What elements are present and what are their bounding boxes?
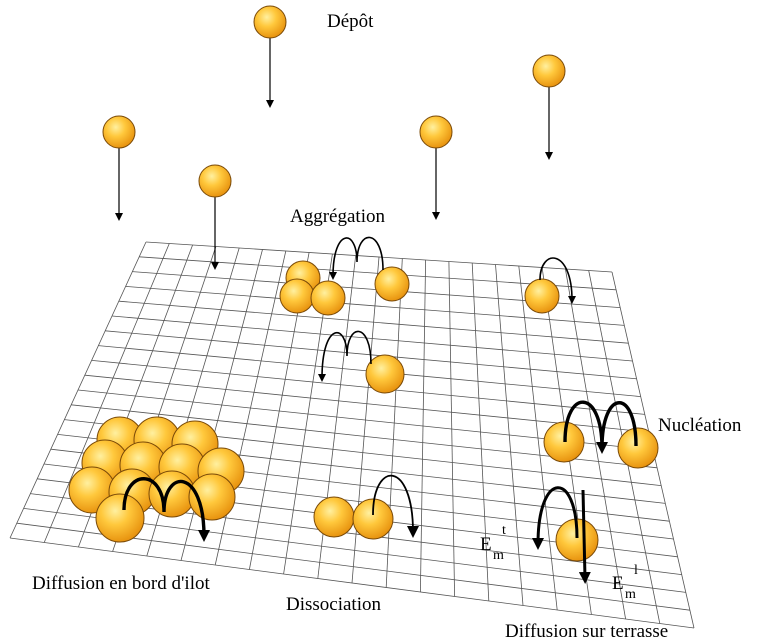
aggregation-cluster-atom	[310, 280, 346, 316]
deposit-atom-5	[532, 54, 566, 160]
grid-line	[385, 258, 403, 588]
island-edge-atom	[95, 493, 145, 543]
deposit-atom-3	[198, 164, 232, 270]
hop-arrow	[539, 257, 576, 304]
grid-line	[471, 262, 490, 602]
energy-label-terrace: E m t	[480, 523, 506, 563]
nucleation-arrow-left	[563, 400, 608, 454]
energy-label-interlayer: E m l	[612, 563, 638, 602]
dissociation-atom	[313, 496, 355, 538]
terrace-hop-upper-group	[524, 257, 576, 314]
grid-line	[9, 537, 695, 629]
dissociation-arrow	[372, 474, 419, 538]
dissociation-group	[313, 474, 419, 540]
grid-line	[518, 265, 558, 611]
dissociation-atom	[352, 498, 394, 540]
svg-text:m: m	[493, 548, 504, 563]
hop-arrow	[318, 330, 372, 382]
svg-text:E: E	[612, 573, 624, 594]
aggregation-hop-arrow	[329, 236, 384, 280]
aggregation-adatom	[374, 266, 410, 302]
adatom	[524, 278, 560, 314]
label-dissociation: Dissociation	[286, 594, 381, 615]
svg-text:t: t	[502, 523, 506, 538]
adatom	[365, 354, 405, 394]
interlayer-hop-arrow	[578, 489, 591, 584]
island-group	[68, 416, 245, 543]
nucleation-arrow-right	[600, 401, 638, 449]
nucleation-atom	[617, 427, 659, 469]
label-nucleation: Nucléation	[658, 415, 742, 436]
deposit-atom-4	[419, 115, 453, 220]
edge-diffusion-arrow	[122, 477, 210, 542]
svg-text:E: E	[480, 534, 492, 555]
aggregation-cluster-atom	[279, 278, 315, 314]
deposit-atom-2	[102, 115, 136, 221]
deposition-group	[102, 5, 566, 270]
terrace-hop-middle-group	[318, 330, 405, 394]
label-edge-diffusion: Diffusion en bord d'ilot	[32, 573, 210, 594]
svg-text:m: m	[625, 587, 636, 602]
nucleation-group	[543, 400, 659, 469]
grid-line	[565, 268, 626, 620]
grid-line	[420, 259, 426, 593]
svg-text:l: l	[634, 563, 638, 578]
label-depot: Dépôt	[327, 11, 374, 32]
grid-line	[495, 264, 524, 606]
label-terrace-diffusion: Diffusion sur terrasse	[505, 621, 668, 642]
terrace-diffusion-group	[532, 486, 599, 584]
aggregation-group	[279, 236, 410, 316]
deposit-atom-1	[253, 5, 287, 108]
label-aggregation: Aggrégation	[290, 206, 385, 227]
terrace-hop-left-arrow	[532, 486, 579, 550]
grid-line	[448, 261, 455, 597]
island-atom	[148, 470, 196, 518]
